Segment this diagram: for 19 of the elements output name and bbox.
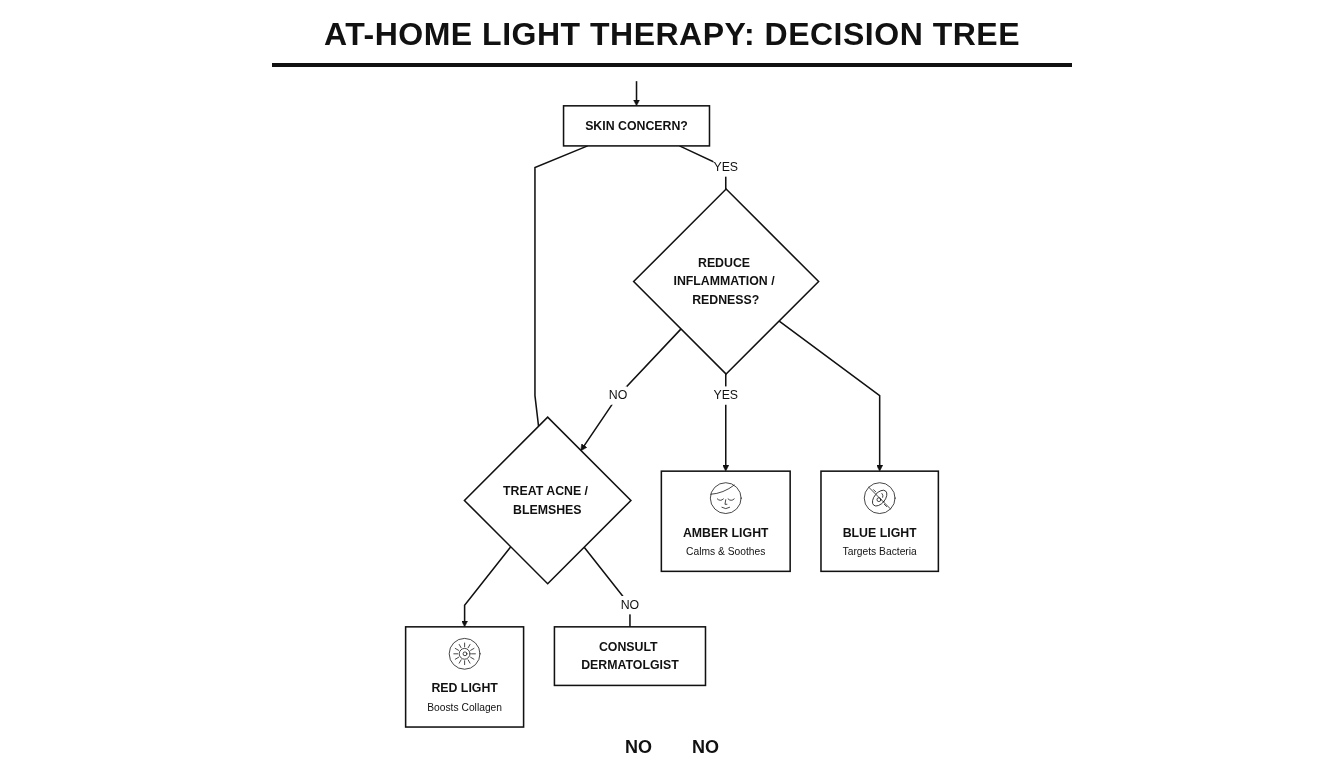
edge-label: NO: [620, 598, 640, 612]
branch-label: NO: [625, 737, 652, 758]
arrow: [461, 546, 512, 627]
arrow: [633, 80, 640, 106]
edge-label: YES: [713, 388, 739, 402]
node-box: RED LIGHT Boosts Collagen: [404, 625, 525, 728]
node-box: SKIN CONCERN?: [562, 104, 711, 147]
branch-label: NO: [692, 737, 719, 758]
edge-label: YES: [713, 160, 739, 174]
node-box: CONSULT DERMATOLGIST: [553, 625, 707, 686]
node-diamond: TREAT ACNE / BLEMSHES: [463, 415, 632, 585]
arrow: [778, 319, 884, 472]
node-box: AMBER LIGHT Calms & Soothes: [660, 470, 791, 572]
title: AT-HOME LIGHT THERAPY: DECISION TREE: [324, 16, 1020, 53]
node-diamond: REDUCE INFLAMMATION / REDNESS?: [632, 187, 820, 375]
arrow: [580, 328, 682, 451]
node-box: BLUE LIGHT Targets Bacteria: [820, 470, 940, 572]
edge-label: NO: [608, 388, 628, 402]
connector: [583, 546, 631, 628]
